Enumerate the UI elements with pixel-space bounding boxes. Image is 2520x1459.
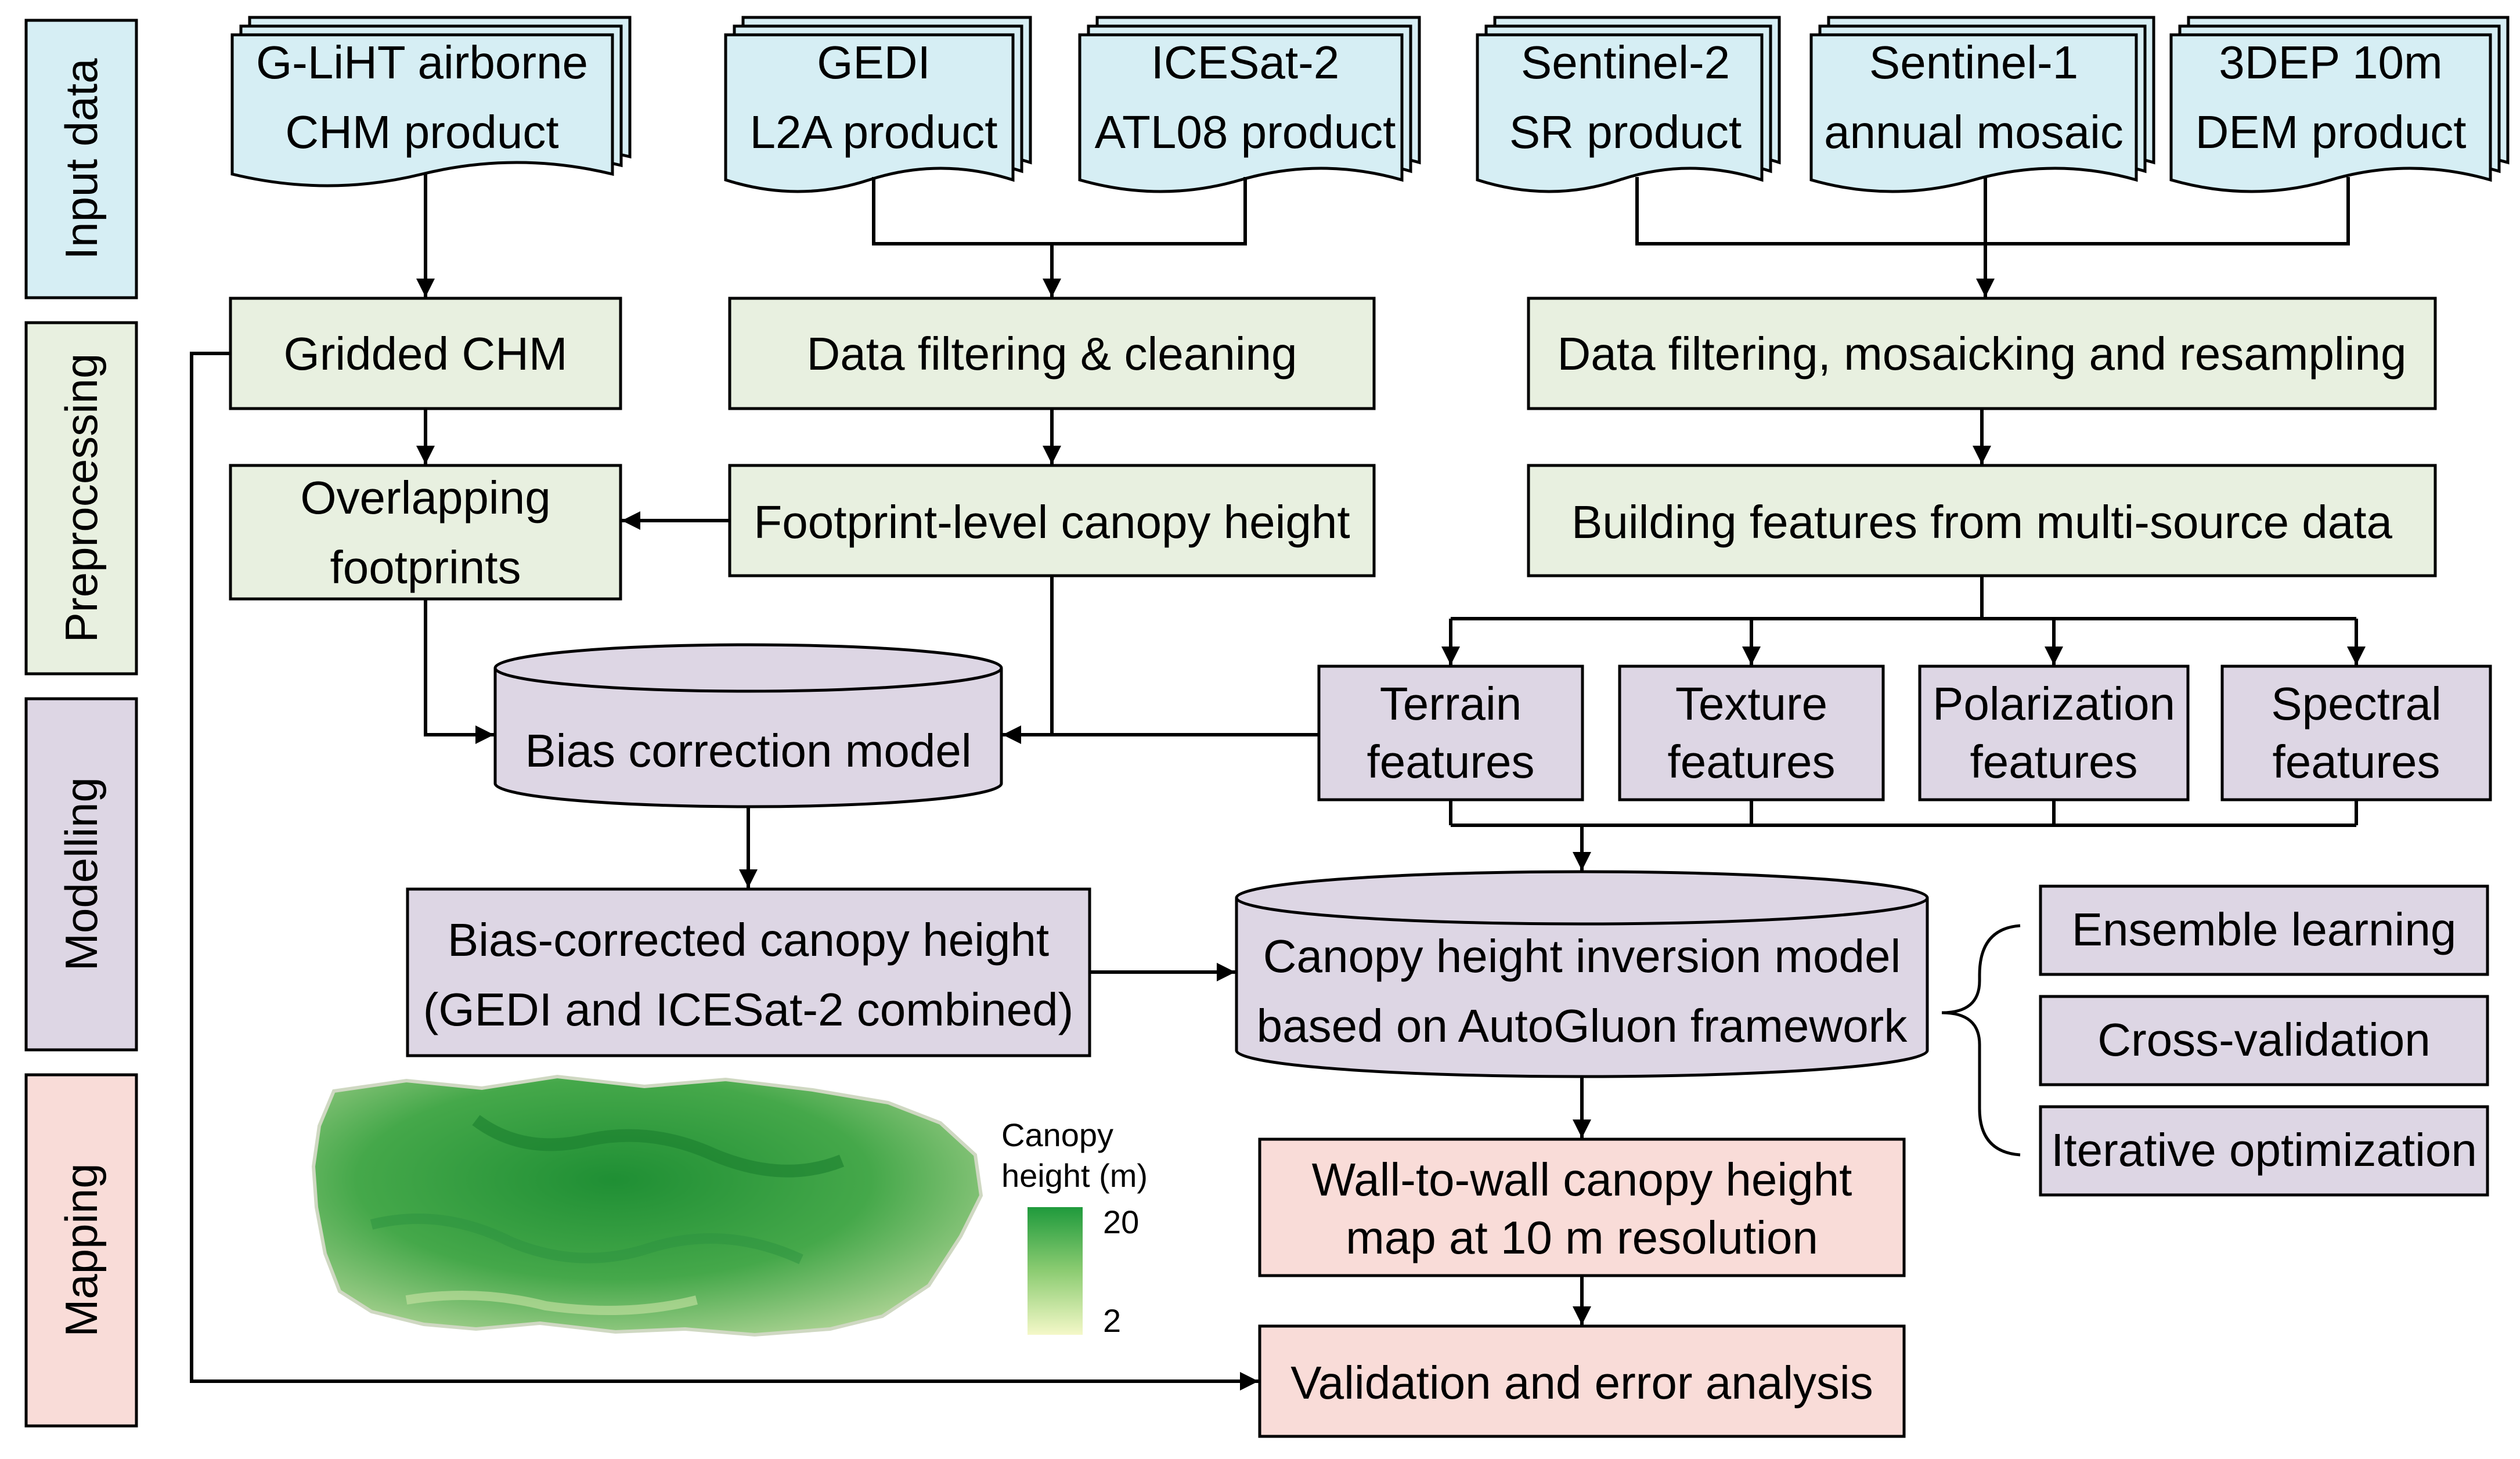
input-sentinel1-line2: annual mosaic xyxy=(1824,106,2124,158)
stage-input-label: Input data xyxy=(56,58,107,260)
input-gedi-line1: GEDI xyxy=(817,37,931,88)
connectors xyxy=(190,174,2366,1391)
method-crossval-label: Cross-validation xyxy=(2097,1014,2431,1066)
spectral-features-box: Spectral features xyxy=(2220,665,2492,801)
canopy-height-map xyxy=(311,1074,983,1337)
input-sentinel1-line1: Sentinel-1 xyxy=(1869,37,2078,88)
footprint-height-box: Footprint-level canopy height xyxy=(728,464,1376,577)
inversion-line1: Canopy height inversion model xyxy=(1263,930,1901,982)
stage-input: Input data xyxy=(24,19,138,299)
colorbar-legend: Canopy height (m) 20 2 xyxy=(1001,1117,1148,1339)
colorbar-title-line2: height (m) xyxy=(1001,1157,1148,1194)
data-filtering-label: Data filtering & cleaning xyxy=(807,328,1297,380)
stage-preprocessing-label: Preprocessing xyxy=(56,353,107,643)
texture-features-box: Texture features xyxy=(1618,665,1885,801)
bias-corrected-line1: Bias-corrected canopy height xyxy=(448,914,1049,966)
methods-brace xyxy=(1941,924,2021,1157)
colorbar xyxy=(1028,1207,1083,1335)
terrain-line1: Terrain xyxy=(1380,678,1522,730)
input-gedi: GEDI L2A product xyxy=(724,16,1032,193)
bias-model-label: Bias correction model xyxy=(525,725,971,777)
method-iterative-label: Iterative optimization xyxy=(2051,1124,2477,1176)
method-ensemble-box: Ensemble learning xyxy=(2039,884,2489,976)
validation-box: Validation and error analysis xyxy=(1258,1324,1906,1438)
polarization-line2: features xyxy=(1970,736,2137,788)
data-filtering-box: Data filtering & cleaning xyxy=(728,297,1376,410)
inversion-line2: based on AutoGluon framework xyxy=(1257,1000,1908,1052)
gridded-chm-box: Gridded CHM xyxy=(229,297,622,410)
input-3dep-line1: 3DEP 10m xyxy=(2219,37,2442,88)
input-icesat-line1: ICESat-2 xyxy=(1151,37,1340,88)
method-ensemble-label: Ensemble learning xyxy=(2072,904,2457,955)
overlapping-line2: footprints xyxy=(330,541,521,593)
spectral-line2: features xyxy=(2272,736,2440,788)
input-3dep: 3DEP 10m DEM product xyxy=(2169,16,2510,193)
overlapping-line1: Overlapping xyxy=(300,472,550,523)
input-sentinel1: Sentinel-1 annual mosaic xyxy=(1809,16,2155,193)
input-gliht: G-LiHT airborne CHM product xyxy=(230,16,632,187)
bias-correction-model: Bias correction model xyxy=(493,643,1003,808)
gridded-chm-label: Gridded CHM xyxy=(283,328,567,380)
wall-to-wall-line2: map at 10 m resolution xyxy=(1346,1212,1818,1263)
polarization-line1: Polarization xyxy=(1933,678,2175,730)
texture-line1: Texture xyxy=(1675,678,1827,730)
data-mosaicking-box: Data filtering, mosaicking and resamplin… xyxy=(1527,297,2437,410)
inversion-model: Canopy height inversion model based on A… xyxy=(1235,870,1929,1078)
wall-to-wall-line1: Wall-to-wall canopy height xyxy=(1312,1154,1852,1205)
input-gedi-line2: L2A product xyxy=(750,106,998,158)
input-gliht-line2: CHM product xyxy=(285,106,558,158)
wall-to-wall-box: Wall-to-wall canopy height map at 10 m r… xyxy=(1258,1137,1906,1277)
colorbar-title-line1: Canopy xyxy=(1001,1117,1113,1153)
input-icesat: ICESat-2 ATL08 product xyxy=(1078,16,1421,193)
stage-modelling: Modelling xyxy=(24,697,138,1052)
polarization-features-box: Polarization features xyxy=(1918,665,2190,801)
building-features-box: Building features from multi-source data xyxy=(1527,464,2437,577)
terrain-line2: features xyxy=(1367,736,1534,788)
data-mosaicking-label: Data filtering, mosaicking and resamplin… xyxy=(1558,328,2407,380)
input-sentinel2-line2: SR product xyxy=(1509,106,1742,158)
input-icesat-line2: ATL08 product xyxy=(1095,106,1396,158)
input-gliht-line1: G-LiHT airborne xyxy=(256,37,588,88)
input-sentinel2: Sentinel-2 SR product xyxy=(1476,16,1781,193)
input-sentinel2-line1: Sentinel-2 xyxy=(1521,37,1730,88)
terrain-features-box: Terrain features xyxy=(1317,665,1584,801)
method-iterative-box: Iterative optimization xyxy=(2039,1105,2489,1197)
colorbar-max: 20 xyxy=(1103,1204,1139,1240)
method-crossval-box: Cross-validation xyxy=(2039,995,2489,1086)
texture-line2: features xyxy=(1667,736,1835,788)
bias-corrected-line2: (GEDI and ICESat-2 combined) xyxy=(423,984,1073,1035)
bias-corrected-box: Bias-corrected canopy height (GEDI and I… xyxy=(406,887,1091,1057)
stage-preprocessing: Preprocessing xyxy=(24,321,138,676)
input-3dep-line2: DEM product xyxy=(2195,106,2467,158)
validation-label: Validation and error analysis xyxy=(1290,1357,1873,1409)
stage-mapping-label: Mapping xyxy=(56,1163,107,1337)
overlapping-footprints-box: Overlapping footprints xyxy=(229,464,622,601)
spectral-line1: Spectral xyxy=(2271,678,2441,730)
colorbar-min: 2 xyxy=(1103,1302,1121,1339)
building-features-label: Building features from multi-source data xyxy=(1571,496,2392,548)
footprint-height-label: Footprint-level canopy height xyxy=(754,496,1350,548)
stage-modelling-label: Modelling xyxy=(56,777,107,971)
stage-mapping: Mapping xyxy=(24,1073,138,1428)
